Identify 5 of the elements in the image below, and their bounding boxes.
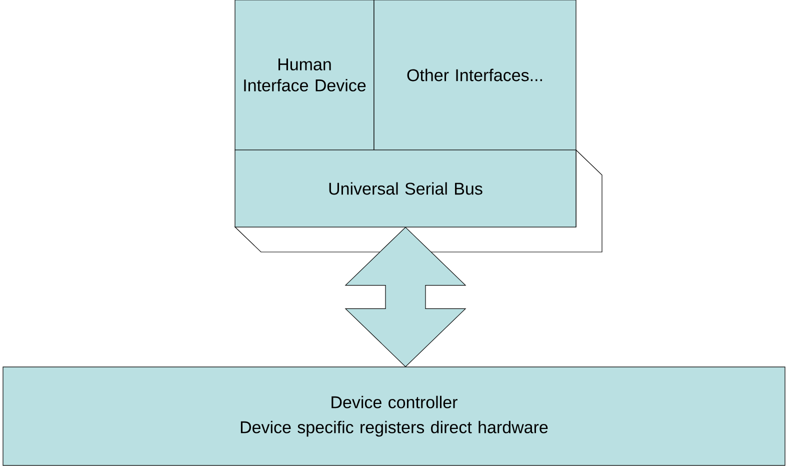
double-arrow [344,226,466,368]
interface-box: Human Interface Device [234,0,374,150]
interface-box: Other Interfaces... [374,0,576,150]
bus-box: Universal Serial Bus [234,150,576,228]
controller-box: Device controller Device specific registers direct hardware [2,366,786,466]
